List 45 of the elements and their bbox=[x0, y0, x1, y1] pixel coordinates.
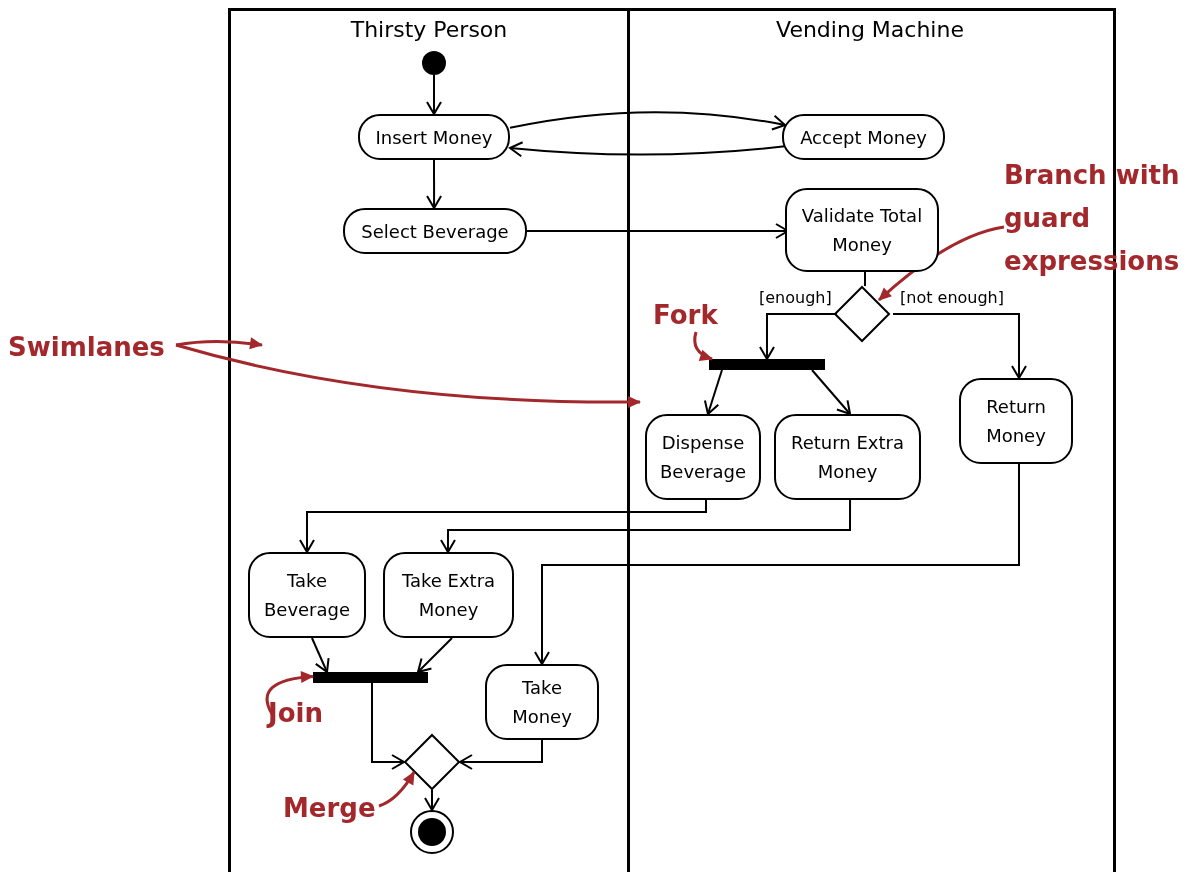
lane-title: Thirsty Person bbox=[349, 16, 509, 44]
flow-arrow bbox=[534, 463, 1020, 665]
flow-arrow bbox=[459, 739, 543, 770]
annotation-text: Swimlanes bbox=[8, 326, 176, 364]
sync-bar bbox=[709, 359, 825, 370]
flow-arrow bbox=[509, 141, 786, 158]
leader-arrow bbox=[175, 337, 263, 350]
decision-diamond bbox=[834, 286, 890, 342]
leader-arrow bbox=[378, 771, 416, 808]
leader-arrow bbox=[175, 343, 641, 408]
action-node: Return Extra Money bbox=[774, 414, 921, 500]
start-node bbox=[422, 51, 446, 75]
flow-arrow bbox=[310, 637, 330, 673]
flow-arrow bbox=[759, 313, 838, 360]
guard-label: [not enough] bbox=[899, 288, 1005, 308]
sync-bar bbox=[313, 672, 428, 683]
flow-arrow bbox=[440, 499, 852, 553]
flow-arrow bbox=[417, 637, 454, 673]
flow-arrow bbox=[426, 159, 443, 209]
action-node: Dispense Beverage bbox=[645, 414, 761, 500]
action-node: Insert Money bbox=[358, 114, 510, 160]
flow-arrow bbox=[424, 789, 440, 811]
flow-arrow bbox=[371, 682, 405, 770]
flow-arrow bbox=[703, 369, 723, 415]
action-node: Take Beverage bbox=[248, 552, 366, 638]
annotation-text: Join bbox=[268, 692, 334, 730]
decision-diamond bbox=[404, 734, 460, 790]
flow-arrow bbox=[509, 111, 786, 131]
action-node: Select Beverage bbox=[343, 208, 527, 254]
flow-arrow bbox=[892, 313, 1027, 379]
swimlane bbox=[228, 8, 630, 872]
annotation-text: Merge bbox=[283, 787, 379, 825]
leader-arrow bbox=[693, 331, 713, 361]
flow-arrow bbox=[426, 74, 442, 115]
action-node: Validate Total Money bbox=[785, 188, 939, 272]
action-node: Accept Money bbox=[782, 114, 945, 160]
action-node: Take Extra Money bbox=[383, 552, 514, 638]
end-node bbox=[410, 810, 454, 854]
annotation-text: Fork bbox=[653, 294, 725, 332]
flow-arrow bbox=[811, 369, 852, 415]
flow-arrow bbox=[299, 499, 707, 553]
action-node: Take Money bbox=[485, 664, 599, 740]
action-node: Return Money bbox=[959, 378, 1073, 464]
lane-title: Vending Machine bbox=[775, 16, 965, 44]
guard-label: [enough] bbox=[758, 288, 833, 308]
